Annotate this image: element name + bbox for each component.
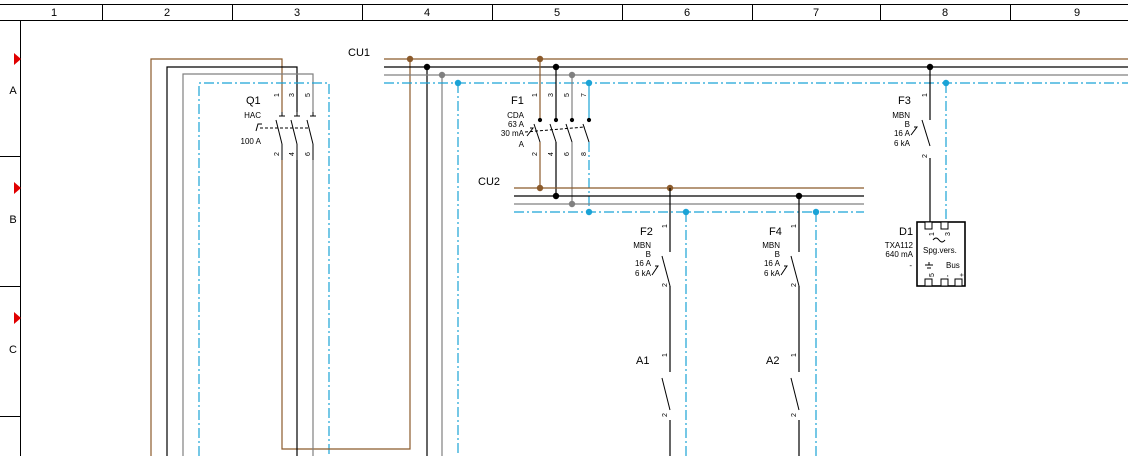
f3-rating: 16 A bbox=[894, 129, 911, 138]
d1-tag: D1 bbox=[899, 226, 913, 238]
f1-terminal-4: 4 bbox=[548, 152, 555, 156]
column-label-5: 5 bbox=[554, 7, 560, 19]
d1-power-supply bbox=[916, 221, 966, 287]
d1-terminal-minus: - bbox=[945, 274, 952, 277]
busbar-cu1-label: CU1 bbox=[348, 47, 370, 59]
a2-tag: A2 bbox=[766, 355, 779, 367]
f4-char: B bbox=[775, 250, 780, 259]
a1-contact bbox=[661, 377, 671, 411]
incoming-feeder bbox=[150, 58, 330, 456]
a2-contact bbox=[790, 377, 800, 411]
f1-class: A bbox=[519, 140, 525, 149]
f1-rcd bbox=[524, 117, 592, 143]
f4-breaker bbox=[780, 255, 800, 287]
f1-rcd-wiring bbox=[539, 59, 590, 212]
f2-type: MBN bbox=[633, 241, 651, 250]
f4-breaking: 6 kA bbox=[764, 269, 781, 278]
row-marker-a-icon bbox=[14, 53, 21, 65]
q1-outgoing-wiring bbox=[281, 59, 459, 456]
f3-type: MBN bbox=[892, 111, 910, 120]
busbar-cu2 bbox=[514, 187, 864, 213]
column-label-6: 6 bbox=[684, 7, 690, 19]
cu2-junctions bbox=[536, 184, 820, 216]
q1-terminal-4: 4 bbox=[289, 152, 296, 156]
a1-terminal-1: 1 bbox=[662, 353, 669, 357]
drawing-frame bbox=[0, 4, 1128, 456]
cu1-junctions bbox=[406, 55, 950, 87]
f1-terminal-6: 6 bbox=[564, 152, 571, 156]
f4-tag: F4 bbox=[769, 226, 782, 238]
row-label-a: A bbox=[9, 85, 17, 97]
f3-breaking: 6 kA bbox=[894, 139, 911, 148]
row-label-b: B bbox=[9, 214, 16, 226]
column-label-9: 9 bbox=[1074, 7, 1080, 19]
column-label-7: 7 bbox=[813, 7, 819, 19]
column-label-3: 3 bbox=[294, 7, 300, 19]
f3-breaker bbox=[910, 119, 931, 147]
f4-branch-wiring bbox=[798, 196, 817, 456]
column-label-4: 4 bbox=[424, 7, 430, 19]
f2-breaking: 6 kA bbox=[635, 269, 652, 278]
f4-terminal-1: 1 bbox=[791, 224, 798, 228]
f4-rating: 16 A bbox=[764, 259, 781, 268]
q1-terminal-6: 6 bbox=[305, 152, 312, 156]
d1-terminal-1: 1 bbox=[929, 232, 936, 236]
f2-branch-wiring bbox=[669, 188, 687, 456]
f1-terminal-7: 7 bbox=[581, 93, 588, 97]
d1-terminal-plus: + bbox=[959, 273, 966, 277]
d1-minus-marker: - bbox=[909, 261, 912, 270]
f4-terminal-2: 2 bbox=[791, 283, 798, 287]
row-marker-b-icon bbox=[14, 182, 21, 194]
d1-terminal-3: 3 bbox=[945, 232, 952, 236]
f3-terminal-1: 1 bbox=[922, 93, 929, 97]
column-label-1: 1 bbox=[51, 7, 57, 19]
d1-rating: 640 mA bbox=[885, 250, 913, 259]
row-marker-c-icon bbox=[14, 312, 21, 324]
a2-terminal-1: 1 bbox=[791, 353, 798, 357]
f3-tag: F3 bbox=[898, 95, 911, 107]
a1-tag: A1 bbox=[636, 355, 649, 367]
d1-type: TXA112 bbox=[885, 241, 914, 250]
f2-terminal-1: 1 bbox=[662, 224, 669, 228]
q1-type: HAC bbox=[244, 111, 261, 120]
column-label-2: 2 bbox=[164, 7, 170, 19]
f4-type: MBN bbox=[762, 241, 780, 250]
row-label-c: C bbox=[9, 344, 17, 356]
f1-terminal-5: 5 bbox=[564, 93, 571, 97]
f2-terminal-2: 2 bbox=[662, 283, 669, 287]
f1-terminal-3: 3 bbox=[548, 93, 555, 97]
f1-tag: F1 bbox=[511, 95, 524, 107]
d1-bus-label: Bus bbox=[946, 261, 960, 270]
f1-terminal-8: 8 bbox=[581, 152, 588, 156]
d1-function: Spg.vers. bbox=[923, 246, 957, 255]
f2-char: B bbox=[646, 250, 651, 259]
q1-terminal-5: 5 bbox=[305, 93, 312, 97]
f1-terminal-1: 1 bbox=[532, 93, 539, 97]
f1-terminal-2: 2 bbox=[532, 152, 539, 156]
f2-breaker bbox=[651, 255, 671, 287]
f2-rating: 16 A bbox=[635, 259, 652, 268]
f2-tag: F2 bbox=[640, 226, 653, 238]
q1-terminal-1: 1 bbox=[274, 93, 281, 97]
q1-main-switch bbox=[255, 112, 316, 160]
a2-terminal-2: 2 bbox=[791, 413, 798, 417]
busbar-cu2-label: CU2 bbox=[478, 176, 500, 188]
q1-tag: Q1 bbox=[246, 95, 261, 107]
f1-type: CDA bbox=[507, 111, 525, 120]
q1-rating: 100 A bbox=[241, 137, 262, 146]
f3-char: B bbox=[905, 120, 910, 129]
d1-terminal-5: 5 bbox=[929, 273, 936, 277]
f3-branch-wiring bbox=[929, 67, 947, 222]
f3-terminal-2: 2 bbox=[922, 154, 929, 158]
a1-terminal-2: 2 bbox=[662, 413, 669, 417]
f1-sensitivity: 30 mA bbox=[501, 129, 525, 138]
q1-terminal-2: 2 bbox=[274, 152, 281, 156]
column-label-8: 8 bbox=[942, 7, 948, 19]
f1-rating: 63 A bbox=[508, 120, 525, 129]
busbar-cu1 bbox=[384, 58, 1128, 84]
q1-terminal-3: 3 bbox=[289, 93, 296, 97]
